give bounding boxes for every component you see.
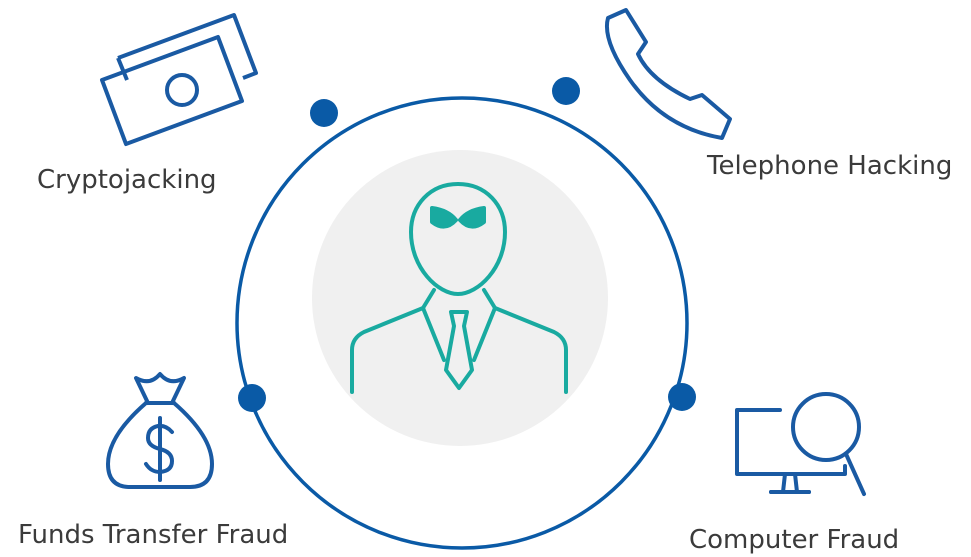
monitor-magnifier-icon: [735, 392, 866, 496]
masked-hacker-icon: [350, 182, 568, 394]
ring-node-telephone: [552, 77, 580, 105]
label-telephone-hacking: Telephone Hacking: [707, 151, 953, 181]
phone-handset-icon: [605, 8, 732, 140]
label-cryptojacking: Cryptojacking: [37, 165, 217, 195]
cash-bills-icon: [100, 13, 258, 146]
ring-node-computer: [668, 383, 696, 411]
ring-node-cryptojacking: [310, 99, 338, 127]
outer-ring: [235, 96, 689, 550]
center-backdrop: [312, 150, 608, 446]
label-computer-fraud: Computer Fraud: [689, 525, 900, 555]
money-bag-icon: [106, 372, 214, 489]
label-funds-transfer-fraud: Funds Transfer Fraud: [18, 520, 289, 550]
ring-node-funds: [238, 384, 266, 412]
